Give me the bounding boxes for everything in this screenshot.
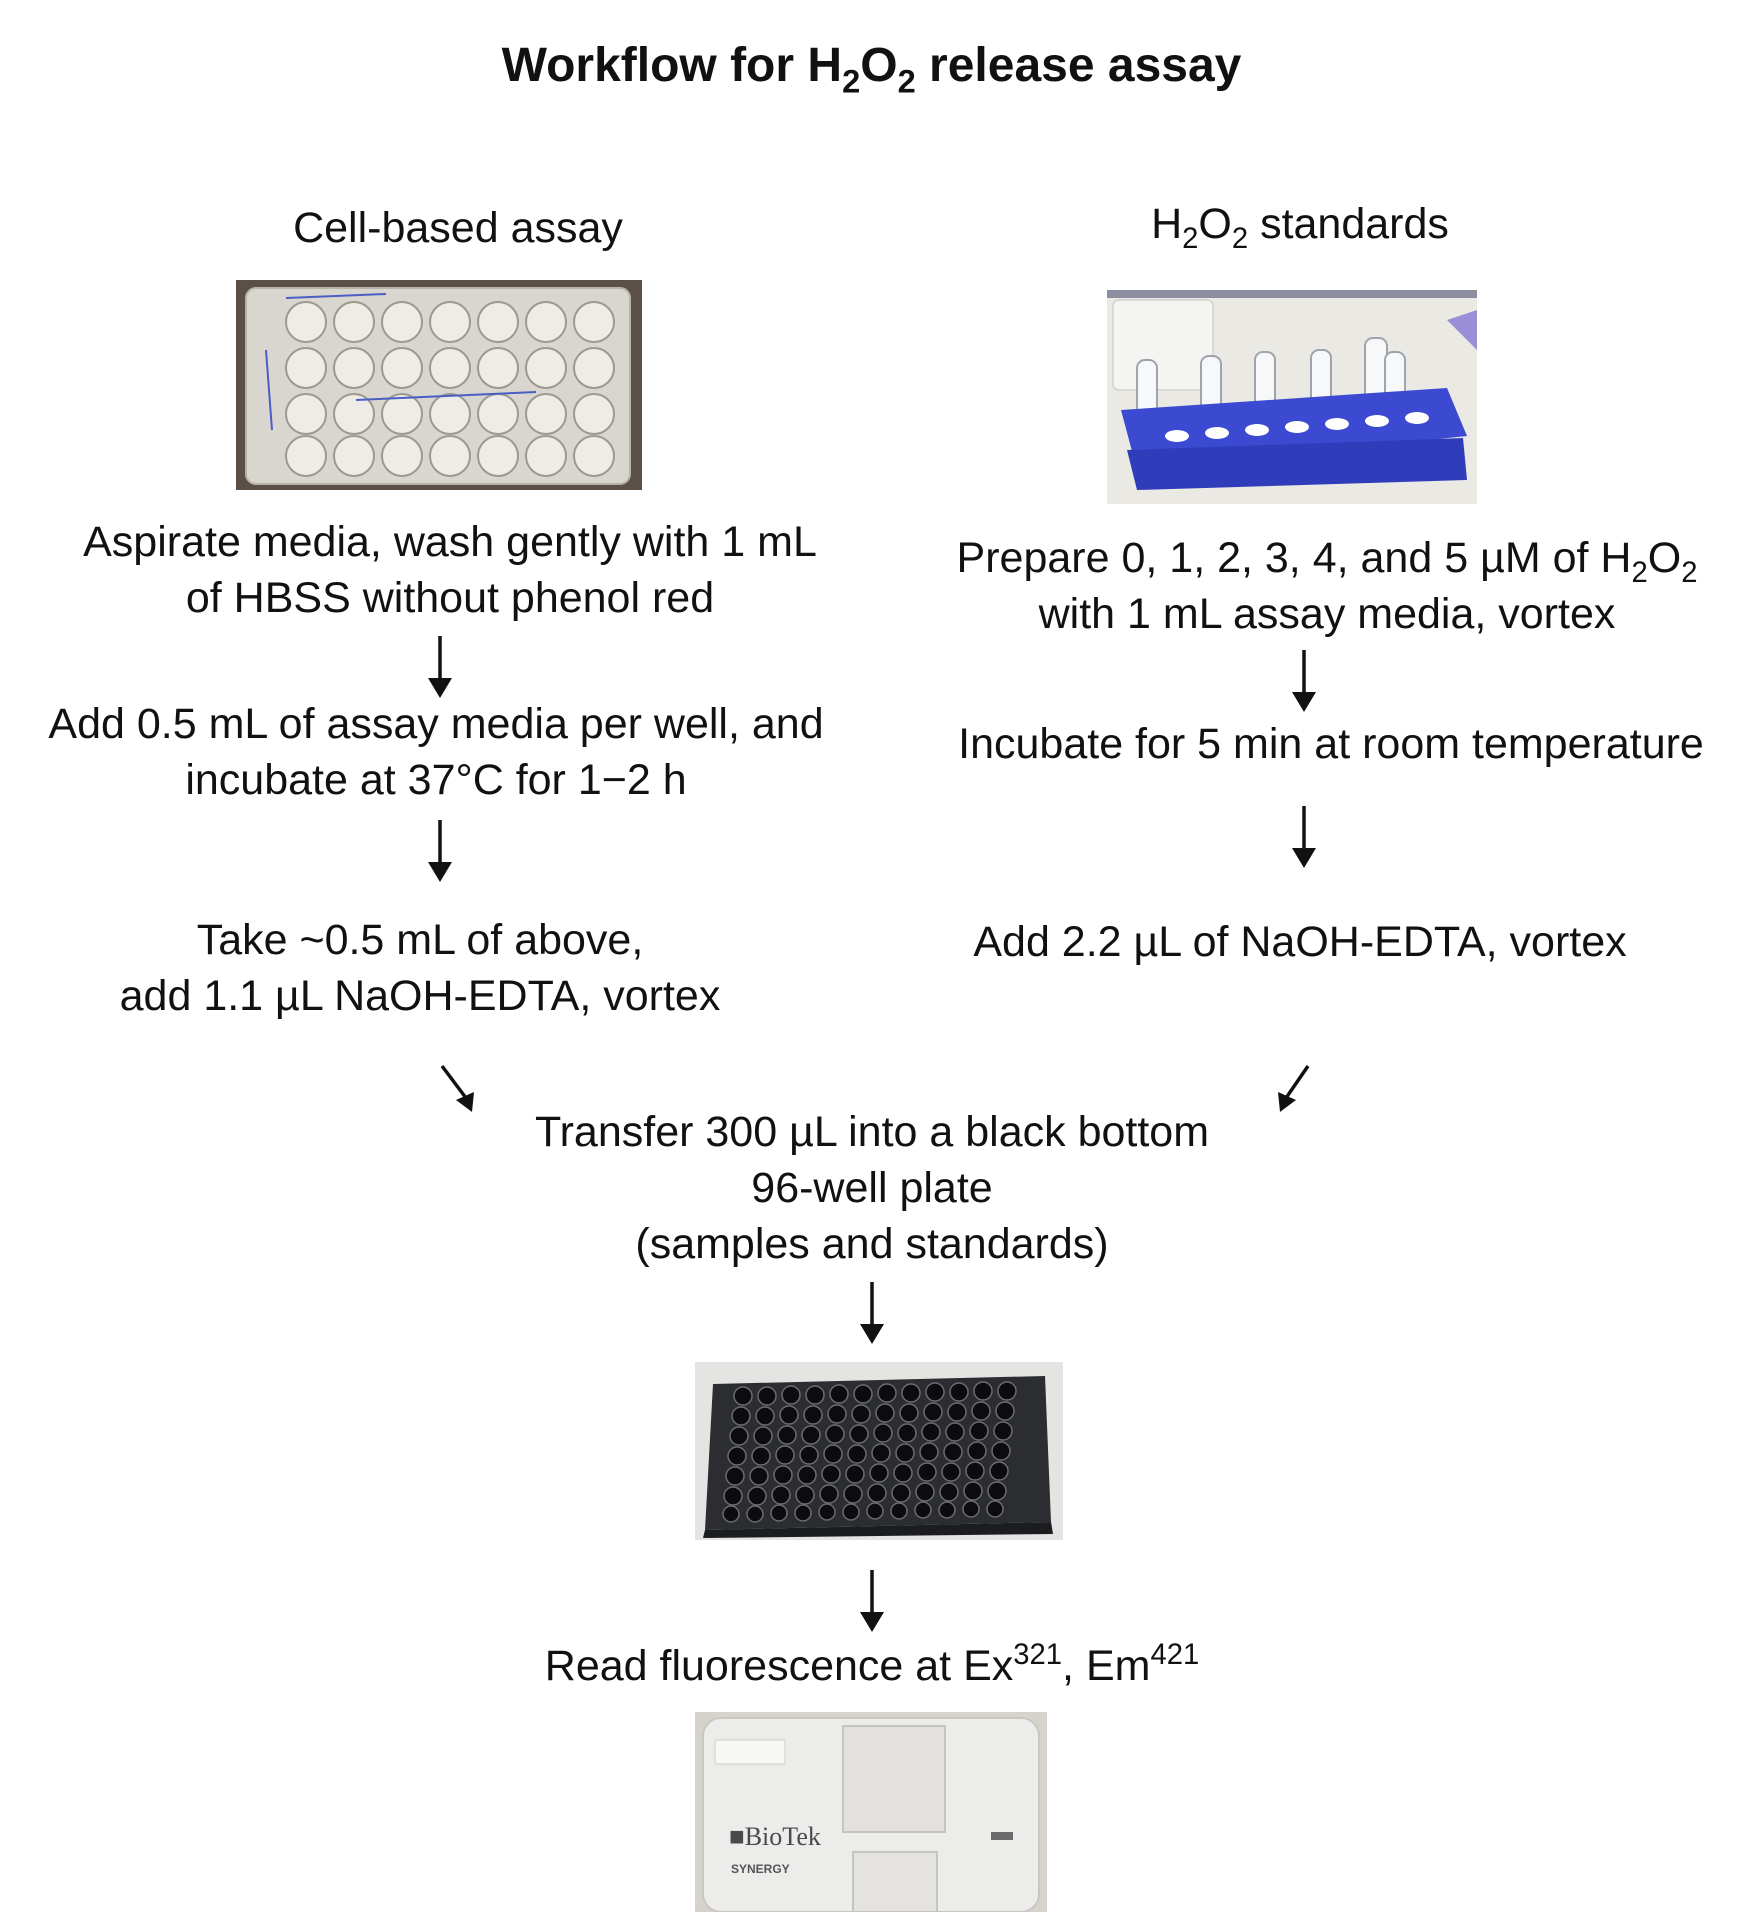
- emission-wavelength: 421: [1150, 1638, 1200, 1671]
- diagram-title: Workflow for H2O2 release assay: [0, 38, 1743, 97]
- read-step-text: Read fluorescence at Ex: [544, 1642, 1014, 1690]
- right-step-1-subscript-2: 2: [1681, 557, 1698, 590]
- right-step-1-text-mid: O: [1647, 534, 1682, 582]
- right-step-2: Incubate for 5 min at room temperature: [958, 720, 1704, 768]
- left-step-3-line-2: add 1.1 µL NaOH-EDTA, vortex: [119, 972, 721, 1020]
- left-step-2-line-2: incubate at 37°C for 1−2 h: [185, 756, 687, 804]
- title-text: Workflow for H: [501, 39, 843, 92]
- right-arrow-1: [1284, 650, 1324, 712]
- cell-culture-plate-photo: [236, 280, 642, 490]
- center-arrow-2: [852, 1570, 892, 1632]
- read-fluorescence-step: Read fluorescence at Ex321, Em421: [472, 1638, 1272, 1694]
- title-text-post: release assay: [915, 39, 1242, 92]
- title-subscript-2: 2: [897, 62, 916, 100]
- left-step-3-line-1: Take ~0.5 mL of above,: [196, 916, 644, 964]
- right-step-3: Add 2.2 µL of NaOH-EDTA, vortex: [973, 918, 1627, 966]
- plate-reader-image: [695, 1712, 1047, 1913]
- right-column-heading: H2O2 standards: [1080, 200, 1520, 254]
- biotek-logo-icon: ■: [729, 1822, 745, 1851]
- left-step-1: Aspirate media, wash gently with 1 mL of…: [20, 514, 880, 626]
- biotek-brand-text: BioTek: [744, 1822, 821, 1851]
- cell-culture-plate-image: [236, 280, 642, 490]
- right-arrow-2: [1284, 806, 1324, 868]
- synergy-model-label: SYNERGY: [731, 1862, 790, 1876]
- right-heading-subscript-2: 2: [1231, 223, 1249, 256]
- read-step-text-mid: , Em: [1062, 1642, 1151, 1690]
- merge-step-line-1: Transfer 300 µL into a black bottom: [534, 1108, 1210, 1156]
- 96-well-plate-photo: [695, 1362, 1063, 1540]
- left-step-2-line-1: Add 0.5 mL of assay media per well, and: [48, 700, 824, 748]
- left-step-3: Take ~0.5 mL of above, add 1.1 µL NaOH-E…: [40, 912, 800, 1024]
- right-heading-text: H: [1151, 200, 1183, 248]
- left-arrow-1: [420, 636, 460, 698]
- plate-reader-photo: ■BioTek SYNERGY: [695, 1712, 1047, 1913]
- merge-step: Transfer 300 µL into a black bottom 96-w…: [472, 1104, 1272, 1272]
- left-arrow-2: [420, 820, 460, 882]
- left-step-2: Add 0.5 mL of assay media per well, and …: [0, 696, 872, 808]
- merge-step-line-3: (samples and standards): [635, 1220, 1109, 1268]
- biotek-logo: ■BioTek: [729, 1822, 821, 1852]
- right-step-1-text: Prepare 0, 1, 2, 3, 4, and 5 µM of H: [956, 534, 1632, 582]
- left-step-1-line-1: Aspirate media, wash gently with 1 mL: [83, 518, 817, 566]
- center-arrow-1: [852, 1282, 892, 1344]
- merge-step-line-2: 96-well plate: [751, 1164, 993, 1212]
- right-step-1-line-2: with 1 mL assay media, vortex: [1038, 590, 1616, 638]
- tube-rack-image: [1107, 290, 1477, 504]
- left-column-heading: Cell-based assay: [293, 204, 623, 252]
- right-heading-subscript-1: 2: [1182, 223, 1199, 256]
- left-diagonal-arrow: [438, 1062, 478, 1112]
- title-text-mid: O: [860, 39, 898, 92]
- right-heading-text-mid: O: [1198, 200, 1232, 248]
- left-step-1-line-2: of HBSS without phenol red: [185, 574, 715, 622]
- right-heading-text-post: standards: [1248, 200, 1449, 248]
- 96-well-plate-image: [695, 1362, 1063, 1540]
- title-subscript-1: 2: [842, 62, 861, 100]
- right-diagonal-arrow: [1272, 1062, 1312, 1112]
- right-step-1-line-1: Prepare 0, 1, 2, 3, 4, and 5 µM of H2O2: [922, 530, 1732, 590]
- right-step-1-subscript-1: 2: [1631, 557, 1648, 590]
- excitation-wavelength: 321: [1013, 1638, 1063, 1671]
- right-step-1: Prepare 0, 1, 2, 3, 4, and 5 µM of H2O2 …: [922, 530, 1732, 642]
- standards-tube-rack-photo: [1107, 290, 1477, 504]
